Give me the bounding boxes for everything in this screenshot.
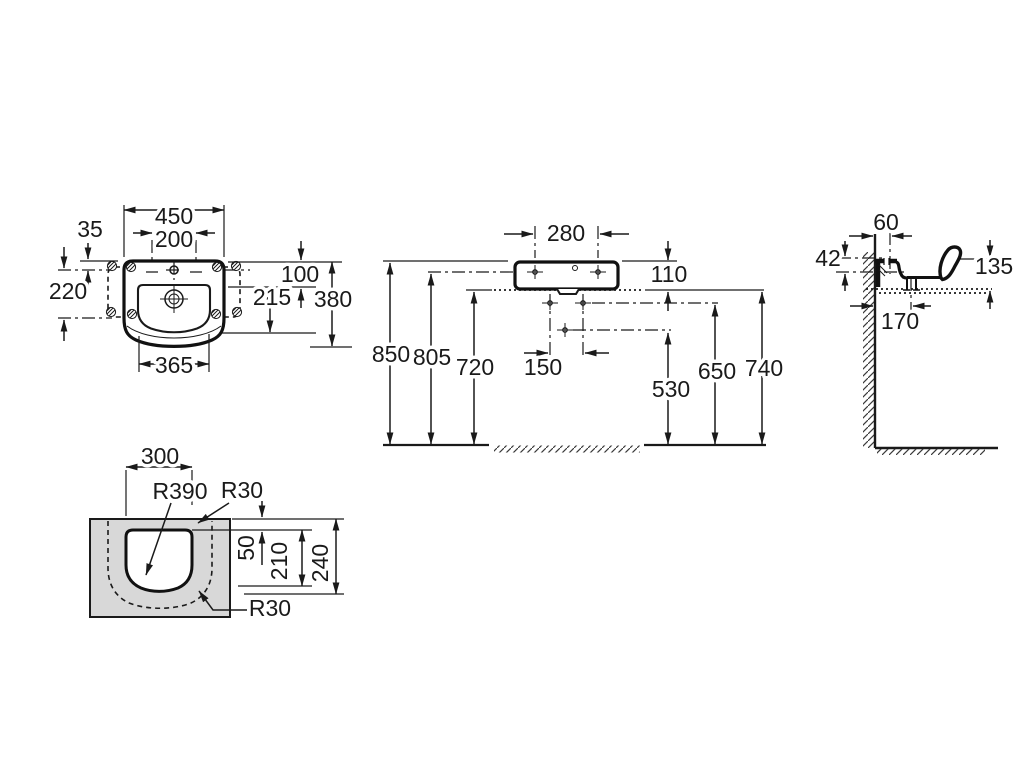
service-centerlines: [534, 226, 718, 358]
cutout-corner-radius-label: R30: [221, 477, 263, 503]
front-bowl-depth-label: 215: [253, 284, 291, 310]
cutout-overall-depth-label: 240: [307, 544, 333, 582]
cutout-bottom-radius-label: R30: [249, 595, 291, 621]
install-body-height-label: 110: [651, 261, 688, 287]
extension-lines: [383, 260, 764, 291]
install-rim-height-label: 850: [372, 341, 410, 367]
front-lip-profile: [938, 245, 963, 282]
wall-hatch: [863, 252, 875, 448]
basin-edge-dashed: [107, 521, 213, 609]
side-drain-offset-label: 170: [881, 308, 919, 334]
cutout-edge-offset-label: 50: [233, 535, 259, 561]
front-fixing-span-label: 220: [49, 278, 87, 304]
front-bowl-width-label: 365: [155, 352, 193, 378]
install-clearance-height-label: 720: [456, 354, 494, 380]
install-fixing-spacing-label: 280: [547, 220, 585, 246]
extension-lines: [80, 205, 352, 372]
install-supply-height-label: 650: [698, 358, 736, 384]
cutout-view: 300 R390 R30 R30 50 210 240: [89, 440, 344, 625]
drain-outlet: [556, 288, 580, 296]
leader-front-radius: [145, 502, 172, 576]
install-outlet-height-label: 740: [745, 355, 783, 381]
side-front-height-label: 135: [975, 253, 1013, 279]
counter-level-dotted: [866, 288, 992, 294]
front-rim-to-bowl-label: 100: [281, 261, 319, 287]
installation-view: 280 110 850 805 720 150 530 650 740: [368, 217, 787, 453]
rim-inner-arc: [126, 325, 222, 339]
install-trap-height-label: 530: [652, 376, 690, 402]
cutout-width-label: 300: [141, 443, 179, 469]
extension-lines: [125, 470, 344, 595]
cutout-depth-label: 210: [266, 542, 292, 580]
side-fixing-depth-label: 60: [873, 209, 899, 235]
leader-bottom-radius: [198, 590, 247, 611]
install-bracket-spacing-label: 150: [524, 354, 562, 380]
floor-hatch: [877, 449, 985, 455]
side-rim-drop-label: 42: [815, 245, 841, 271]
leader-corner-radius: [197, 502, 230, 524]
basin-body: [513, 260, 620, 291]
front-overall-width-label: 450: [155, 203, 193, 229]
drain-cross: [160, 285, 188, 313]
side-view: 60 42 135 170: [812, 206, 1017, 455]
cutout-front-radius-label: R390: [153, 478, 208, 504]
install-fixing-height-label: 805: [413, 344, 451, 370]
front-overall-depth-label: 380: [314, 286, 352, 312]
floor-hatch: [494, 445, 640, 453]
overflow-hole-icon: [572, 265, 578, 271]
front-tap-spacing-label: 200: [155, 226, 193, 252]
basin-profile: [875, 245, 963, 291]
cutout-shape: [124, 528, 194, 593]
front-view: 450 200 35 220 100 215 380 365: [45, 200, 355, 382]
tap-cross-marks: [146, 261, 202, 280]
front-top-offset-label: 35: [77, 216, 103, 242]
